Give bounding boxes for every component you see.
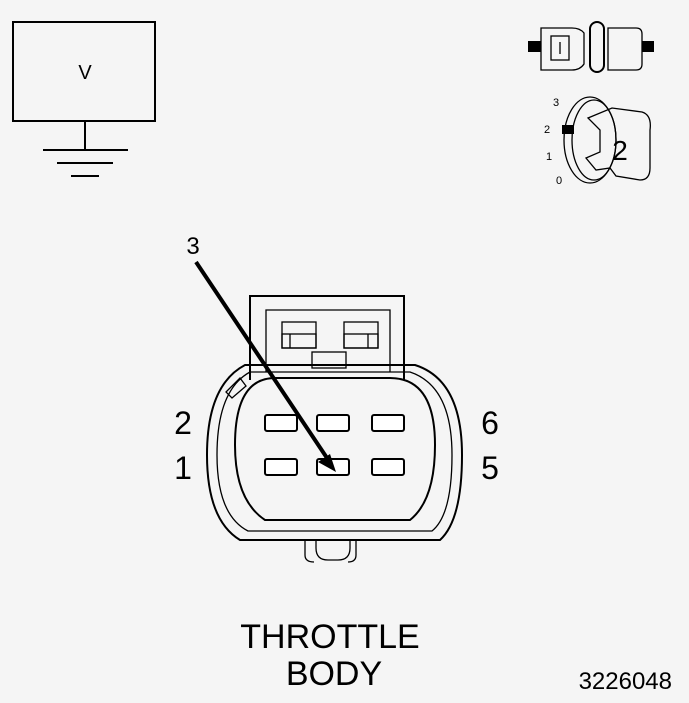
- voltmeter-symbol: V: [12, 21, 156, 177]
- connector-disconnect-icon: [528, 21, 654, 73]
- pin-6-cavity: [371, 414, 405, 432]
- pointer-label: 3: [186, 233, 199, 260]
- pin-4-cavity: [316, 414, 350, 432]
- pin-label-5: 5: [481, 450, 499, 486]
- pin-2-cavity: [264, 414, 298, 432]
- key-position-2: 2: [544, 124, 550, 136]
- connector-face: [205, 295, 464, 563]
- connector-title-line1: THROTTLE: [240, 618, 419, 656]
- key-number: 2: [612, 135, 628, 166]
- pin-1-cavity: [264, 458, 298, 476]
- voltmeter-label: V: [78, 62, 92, 84]
- pin-label-2: 2: [174, 405, 192, 441]
- pin-label-6: 6: [481, 405, 499, 441]
- figure-id: 3226048: [579, 668, 672, 695]
- ground-icon: [43, 121, 128, 177]
- pin-label-1: 1: [174, 450, 192, 486]
- key-position-0: 0: [556, 175, 562, 187]
- ignition-key-icon: 3 2 1 0 2: [544, 96, 651, 187]
- connector-title-line2: BODY: [286, 655, 382, 693]
- pin-5-cavity: [371, 458, 405, 476]
- key-position-1: 1: [546, 151, 552, 163]
- key-position-3: 3: [553, 97, 559, 109]
- pin-3-pointer-arrow: [194, 260, 336, 472]
